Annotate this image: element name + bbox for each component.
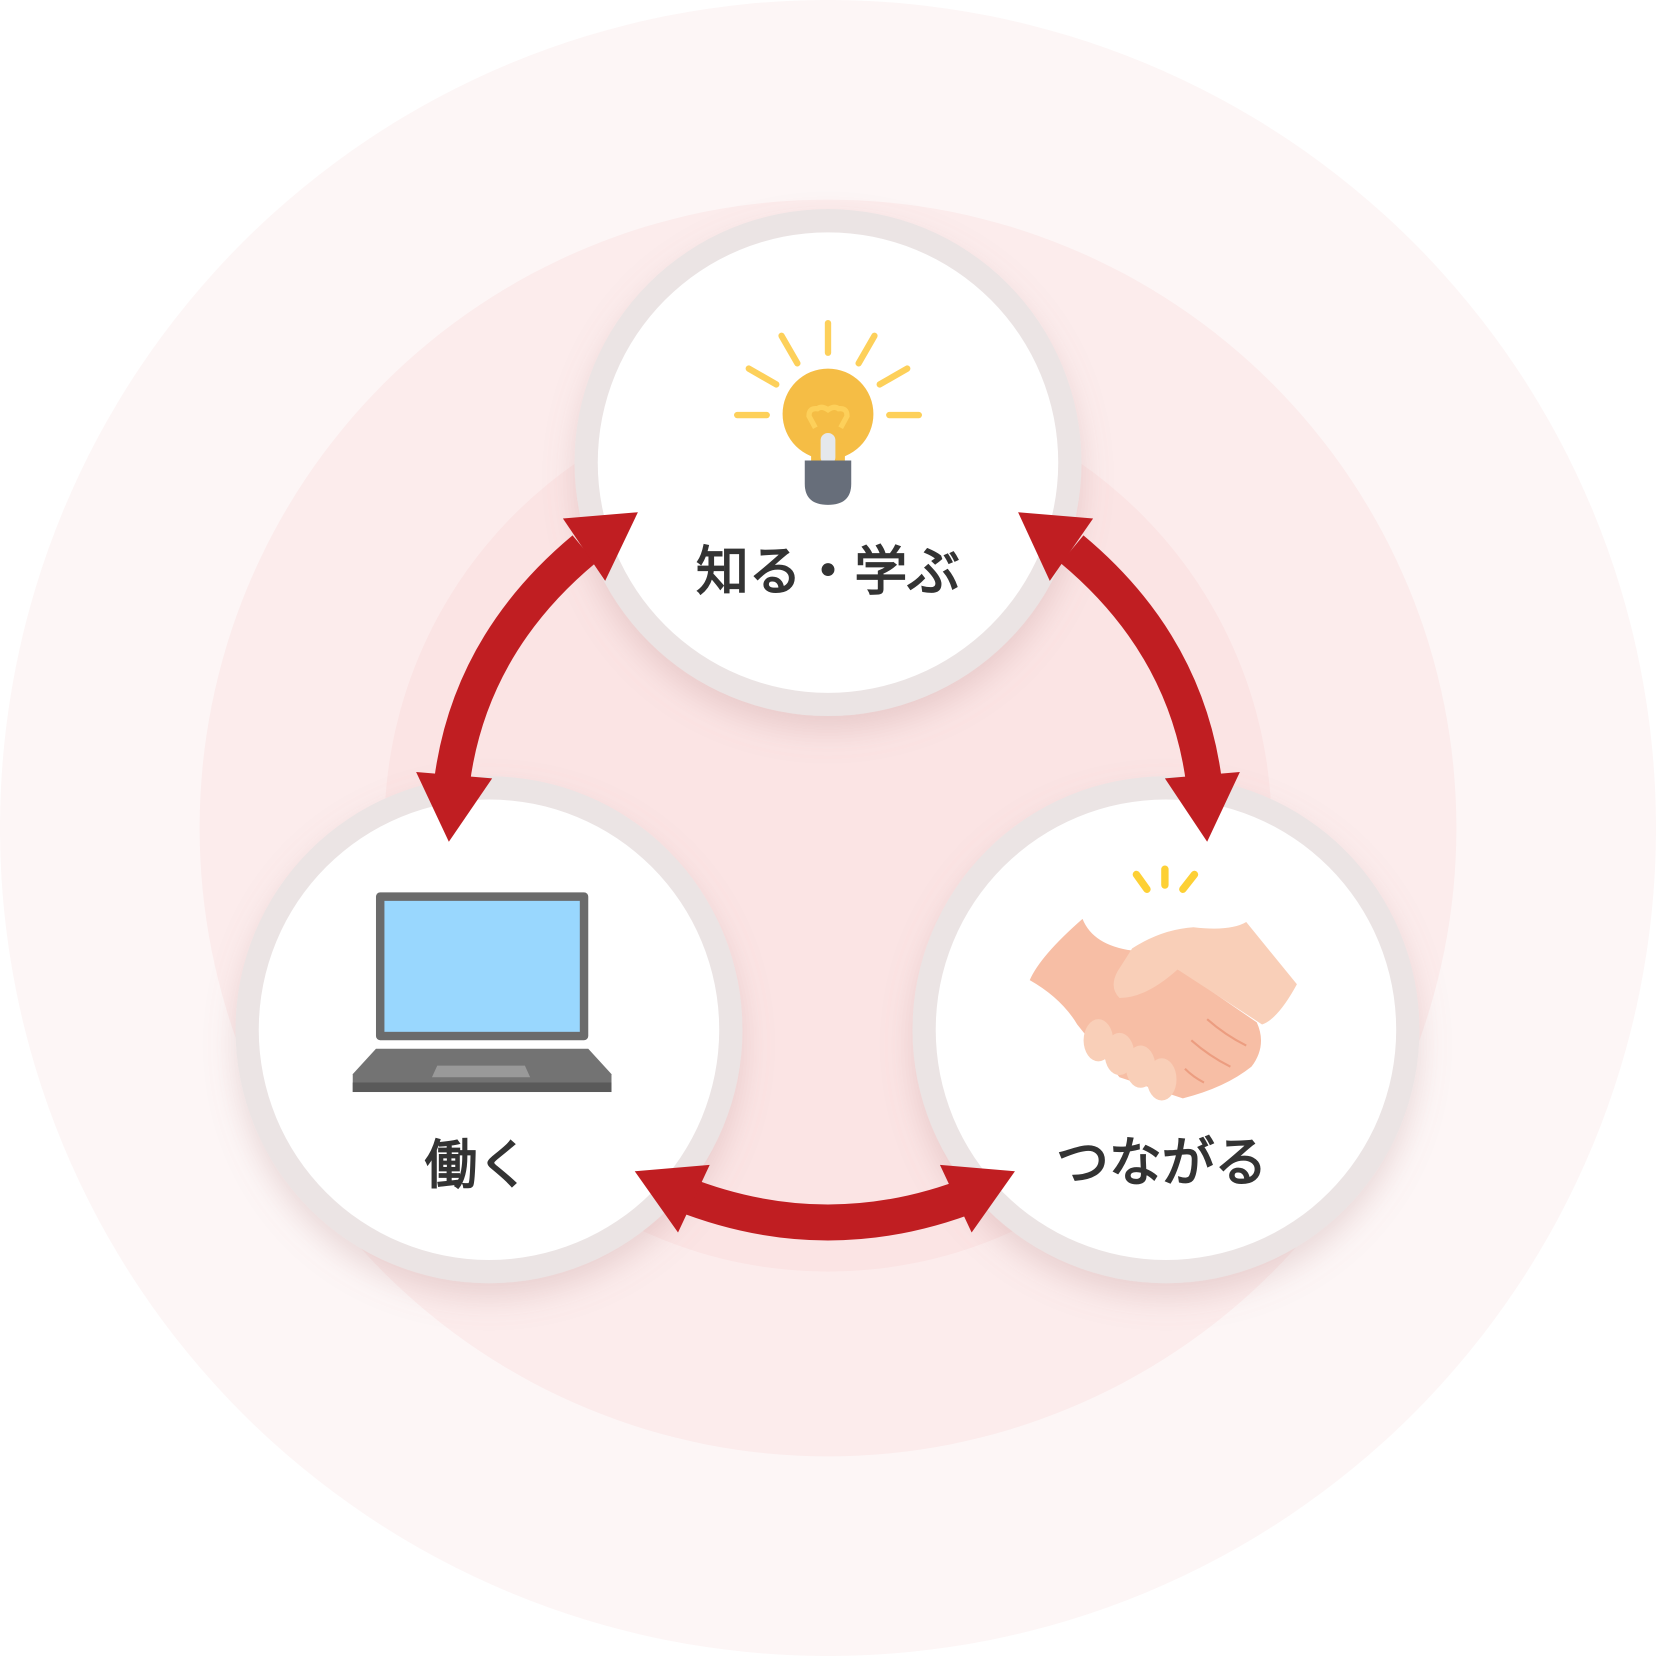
arrow-work-connect [634,1164,1015,1241]
node-label-learn: 知る・学ぶ [696,541,960,602]
lightbulb-icon [734,320,922,505]
node-label-connect: つながる [1056,1133,1267,1194]
arrow-learn-connect [1018,512,1240,842]
node-label-work: 働く [425,1135,531,1196]
arrow-learn-work [416,512,638,842]
handshake-icon [1029,865,1297,1101]
laptop-icon [352,892,612,1093]
